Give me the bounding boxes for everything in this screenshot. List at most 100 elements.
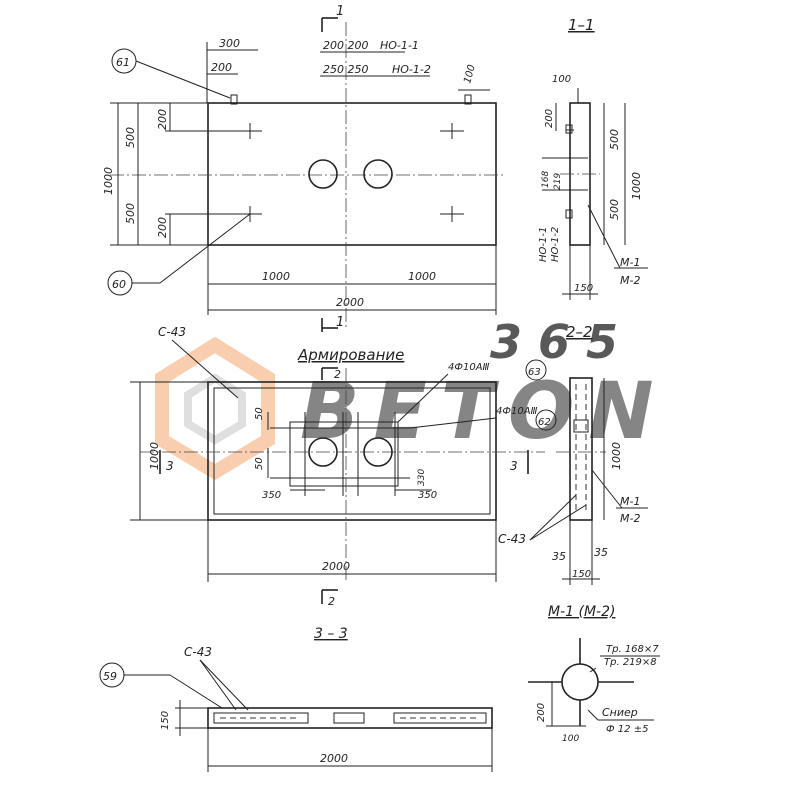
reinforcement-mesh-outline	[213, 387, 491, 515]
reinforcement-outline	[207, 381, 497, 521]
section-mark-1-bottom: 1	[321, 315, 344, 332]
s11-dim-1000: 1000	[630, 172, 643, 200]
opening-hole-left	[308, 159, 338, 189]
section-3-3-outline	[207, 707, 493, 729]
note-no-1-1-top: НО-1-1	[380, 39, 419, 52]
label-c43-reinforcement: С-43	[158, 325, 186, 339]
reinforcement-dim-350-left: 350	[262, 490, 281, 501]
s22-leader-m1: М-1	[620, 495, 640, 508]
svg-text:2: 2	[328, 595, 335, 608]
section-mark-3-right: 3	[510, 450, 529, 474]
reinforcement-dim-50-a: 50	[254, 407, 265, 420]
s33-label-c43: С-43	[184, 645, 212, 659]
section-2-2-title: 2–2	[566, 323, 593, 341]
watermark-hexagon-inner	[184, 373, 246, 445]
s22-dim-150: 150	[572, 569, 591, 580]
dim-1000-left: 1000	[102, 167, 115, 195]
svg-text:4Ф10АⅢ: 4Ф10АⅢ	[496, 406, 538, 417]
svg-text:4Ф10АⅢ: 4Ф10АⅢ	[448, 362, 490, 373]
callout-60: 60	[107, 213, 251, 296]
svg-text:63: 63	[528, 367, 541, 378]
svg-text:3: 3	[510, 459, 518, 473]
detail-pipe-1: Тр. 168×7	[606, 644, 659, 655]
s22-leader-m2: М-2	[620, 512, 640, 525]
reinforcement-hole-left	[308, 437, 338, 467]
s22-dim-35-a: 35	[552, 550, 566, 563]
opening-hole-right	[363, 159, 393, 189]
reinforcement-dim-330: 330	[417, 469, 427, 486]
dim-100-top: 100	[462, 63, 478, 84]
section-2-2-outline	[569, 377, 593, 521]
dim-200-lower: 200	[156, 217, 169, 238]
s11-leader-m1: М-1	[620, 256, 640, 269]
s22-dim-35-b: 35	[594, 546, 608, 559]
watermark-number: 365	[490, 315, 634, 369]
dim-2000-plan: 2000	[336, 296, 364, 309]
dim-200-200: 200 200	[323, 39, 369, 52]
detail-pipe-circle	[561, 663, 599, 701]
s11-dim-500-top: 500	[608, 129, 621, 150]
slab-outline	[207, 102, 497, 246]
svg-text:60: 60	[112, 278, 126, 291]
section-mark-2-top: 2	[321, 367, 341, 381]
section-mark-1-top: 1	[321, 4, 344, 32]
s11-dim-500-bottom: 500	[608, 199, 621, 220]
dim-200-upper: 200	[156, 109, 169, 130]
plan-view: 1 1 300 200 200 200 НО-1-1 250 250 НО-1-…	[102, 4, 505, 332]
watermark-hexagon-logo	[155, 336, 275, 481]
s33-dim-150: 150	[160, 711, 171, 730]
callout-62: 4Ф10АⅢ 62	[409, 406, 557, 431]
s33-dim-2000: 2000	[320, 752, 348, 765]
dim-500-lower: 500	[124, 203, 137, 224]
reinforcement-cage	[289, 421, 399, 487]
section-1-1-title: 1–1	[568, 16, 595, 34]
detail-anchor-label: Сниер	[602, 706, 638, 719]
s22-dim-1000: 1000	[610, 442, 623, 470]
dim-200-top: 200	[211, 61, 232, 74]
lifting-loop-right	[464, 94, 472, 105]
reinforcement-dim-350-right: 350	[418, 490, 437, 501]
section-3-3-title: 3 – 3	[314, 626, 348, 642]
svg-text:62: 62	[538, 417, 551, 428]
callout-63: 4Ф10АⅢ 63	[397, 359, 547, 423]
dim-250-250: 250 250	[323, 63, 369, 76]
detail-dim-100: 100	[562, 734, 579, 744]
s11-leader-m2: М-2	[620, 274, 640, 287]
embedded-part-marks	[238, 123, 464, 222]
section-1-1: 1–1 100 200 500 500 1000 168 219 НО-1-1 …	[538, 16, 648, 300]
section-mark-2-bottom: 2	[321, 589, 338, 608]
svg-text:61: 61	[116, 56, 130, 69]
reinforcement-title: Армирование	[297, 346, 404, 364]
section-2-2: 2–2 1000 М-1 М-2 С-43 35 35 150	[498, 323, 648, 585]
detail-m1-title: М-1 (М-2)	[548, 604, 615, 620]
s11-dim-219: 219	[553, 173, 563, 190]
reinforcement-hole-right	[363, 437, 393, 467]
dim-300: 300	[219, 37, 240, 50]
s11-dim-168: 168	[541, 171, 551, 188]
detail-dim-200: 200	[536, 703, 547, 722]
s11-note-no-1-1: НО-1-1	[538, 227, 549, 262]
callout-61: 61	[111, 48, 231, 99]
s11-dim-100: 100	[552, 74, 571, 85]
s11-dim-200: 200	[544, 109, 555, 128]
reinforcement-dim-50-b: 50	[254, 457, 265, 470]
svg-text:3: 3	[166, 459, 174, 473]
svg-text:1: 1	[336, 4, 344, 19]
dim-1000-a: 1000	[262, 270, 290, 283]
reinforcement-dim-2000: 2000	[322, 560, 350, 573]
svg-text:2: 2	[334, 368, 341, 381]
lifting-loop-left	[230, 94, 238, 105]
s22-label-c43: С-43	[498, 532, 526, 546]
svg-text:1: 1	[336, 315, 344, 330]
section-mark-3-left: 3	[159, 450, 174, 474]
detail-anchor-size: Ф 12 ±5	[606, 724, 648, 735]
callout-59: 59	[99, 662, 223, 709]
detail-pipe-2: Тр. 219×8	[604, 657, 657, 668]
dim-1000-b: 1000	[408, 270, 436, 283]
s11-dim-150: 150	[574, 283, 593, 294]
reinforcement-view: Армирование 2 2 3 3	[130, 325, 557, 608]
section-3-3: 3 – 3 С-43 59 150 2000	[99, 626, 493, 772]
svg-text:59: 59	[103, 670, 117, 683]
s11-note-no-1-2: НО-1-2	[550, 227, 561, 262]
